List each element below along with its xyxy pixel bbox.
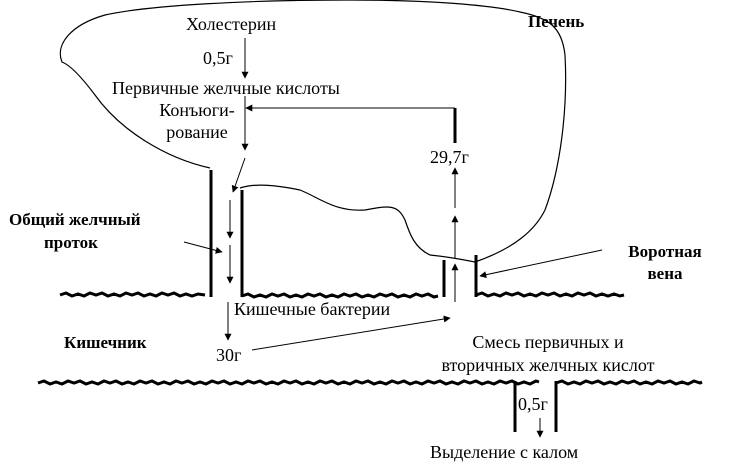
label-conjugation-line-1: Конъюги-	[159, 100, 235, 120]
label-conjugation-line-2: рование	[166, 122, 228, 142]
label-cholesterol: Холестерин	[186, 14, 277, 34]
label-reabsorbed-amount: 29,7г	[430, 147, 469, 167]
label-intestine: Кишечник	[64, 333, 147, 352]
label-excreted-amount: 0,5г	[518, 394, 548, 414]
label-fecal-excretion: Выделение с калом	[430, 442, 579, 462]
intestine-upper-wall-right	[475, 291, 625, 298]
intestine-upper-wall-middle	[241, 292, 439, 299]
label-intestine-amount: 30г	[216, 345, 242, 365]
label-portal-vein-line-1: Воротная	[628, 242, 702, 261]
label-dose-cholesterol: 0,5г	[203, 48, 233, 68]
label-acid-mix-line-1: Смесь первичных и	[472, 332, 624, 352]
liver-outline	[59, 0, 567, 263]
intestine-lower-wall-right	[555, 379, 703, 386]
label-common-bile-duct-line-2: проток	[44, 233, 98, 252]
arrow-into-bile-duct	[231, 157, 246, 193]
label-liver: Печень	[528, 12, 585, 31]
label-primary-acids: Первичные желчные кислоты	[112, 78, 340, 98]
label-common-bile-duct-line-1: Общий желчный	[9, 210, 141, 229]
intestine-upper-wall-left	[59, 291, 206, 298]
label-portal-vein-line-2: вена	[647, 264, 683, 283]
pointer-common-bile-duct	[183, 241, 223, 254]
pointer-portal-vein	[479, 249, 603, 279]
label-acid-mix-line-2: вторичных желчных кислот	[441, 355, 655, 375]
intestine-lower-wall-left	[37, 379, 540, 386]
label-intestinal-bacteria: Кишечные бактерии	[234, 299, 391, 319]
arrow-intestine-to-portal-vein	[251, 315, 451, 351]
